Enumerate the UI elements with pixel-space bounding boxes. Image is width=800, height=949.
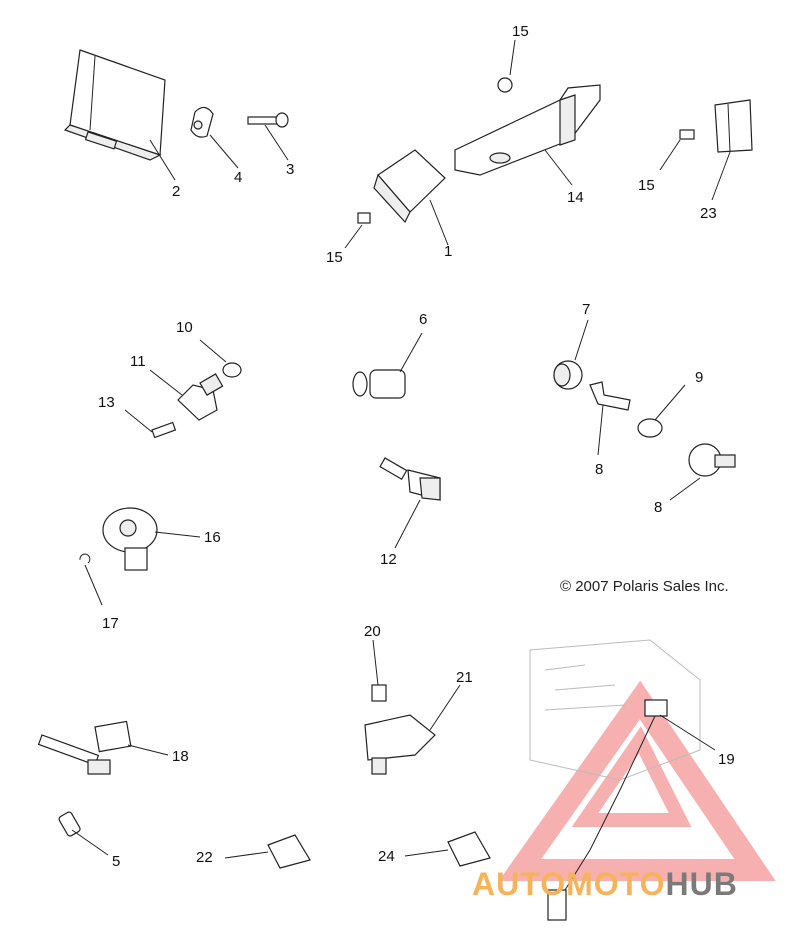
callout-13: 13	[98, 394, 115, 411]
callout-8b: 8	[654, 499, 663, 516]
callout-6: 6	[419, 311, 428, 328]
callout-18: 18	[172, 748, 189, 765]
nut-9	[637, 418, 663, 438]
screw-15c	[679, 129, 695, 140]
relay-22	[267, 834, 311, 869]
knock-sensor-16	[102, 507, 158, 571]
watermark-logo-part2: HUB	[665, 866, 738, 902]
cam-sensor-18	[37, 720, 132, 775]
bracket-14	[454, 84, 601, 176]
callout-2: 2	[172, 183, 181, 200]
callout-16: 16	[204, 529, 221, 546]
callout-22: 22	[196, 849, 213, 866]
callout-19: 19	[718, 751, 735, 768]
plate-8a	[589, 381, 631, 411]
callout-21: 21	[456, 669, 473, 686]
screw-15b	[497, 77, 513, 93]
callout-3: 3	[286, 161, 295, 178]
callout-17: 17	[102, 615, 119, 632]
callout-15c: 15	[326, 249, 343, 266]
switch-8b	[688, 443, 736, 477]
oring-10	[222, 362, 242, 378]
callout-23: 23	[700, 205, 717, 222]
bolt-3	[247, 112, 289, 128]
clip-part	[190, 106, 214, 138]
callout-12: 12	[380, 551, 397, 568]
callout-15a: 15	[512, 23, 529, 40]
fitting-6	[352, 369, 406, 399]
callout-10: 10	[176, 319, 193, 336]
watermark-triangle	[498, 680, 776, 881]
speed-sensor-19	[547, 699, 668, 921]
sensor-box	[373, 149, 446, 224]
relay-24	[447, 831, 491, 867]
connector-23	[714, 99, 753, 153]
copyright-notice: © 2007 Polaris Sales Inc.	[560, 578, 729, 595]
screw-15a	[357, 212, 371, 224]
map-sensor-21	[364, 714, 436, 775]
bolt-20	[371, 684, 387, 702]
callout-7: 7	[582, 301, 591, 318]
watermark-logo-part1: AUTOMOTO	[472, 866, 666, 902]
callout-9: 9	[695, 369, 704, 386]
callout-4: 4	[234, 169, 243, 186]
callout-1: 1	[444, 243, 453, 260]
callout-15b: 15	[638, 177, 655, 194]
callout-8a: 8	[595, 461, 604, 478]
callout-5: 5	[112, 853, 121, 870]
cap-7	[553, 360, 583, 390]
ring-17	[79, 553, 91, 564]
watermark-logo: AUTOMOTOHUB	[472, 866, 738, 903]
callout-14: 14	[567, 189, 584, 206]
engine-outline	[529, 639, 701, 781]
pin-5	[58, 811, 81, 837]
temp-sensor-12	[379, 457, 441, 501]
bolt-13	[151, 421, 177, 439]
ecu-module	[63, 49, 166, 161]
callout-24: 24	[378, 848, 395, 865]
callout-20: 20	[364, 623, 381, 640]
callout-11: 11	[130, 353, 146, 370]
sensor-11	[177, 373, 224, 421]
